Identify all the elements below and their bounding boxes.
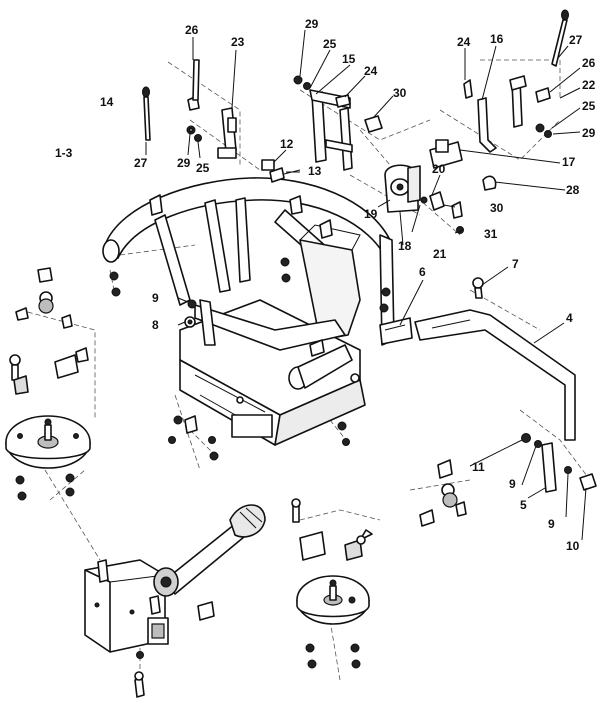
callout-1-3: 1-3	[55, 146, 73, 160]
callout-20: 20	[432, 162, 446, 176]
callout-5: 5	[520, 498, 527, 512]
callout-15: 15	[342, 52, 356, 66]
bracket-5-hardware	[521, 433, 597, 493]
callout-28: 28	[566, 183, 580, 197]
callout-29-left: 29	[177, 156, 191, 170]
callout-13: 13	[308, 164, 322, 178]
callout-29-center: 29	[305, 17, 319, 31]
callout-12: 12	[280, 137, 294, 151]
callout-11: 11	[472, 460, 485, 474]
callout-9-right-b: 9	[548, 517, 555, 531]
callout-17: 17	[562, 155, 576, 169]
callout-27-left: 27	[134, 156, 148, 170]
center-top-linkage	[261, 75, 383, 183]
callout-24-center: 24	[364, 64, 378, 78]
gearbox	[84, 559, 169, 698]
lift-rod-27-left	[142, 86, 151, 141]
callout-26-right: 26	[582, 56, 596, 70]
callout-31: 31	[484, 227, 498, 241]
main-frame	[102, 177, 395, 446]
callout-6: 6	[419, 265, 426, 279]
callout-9-right-a: 9	[509, 477, 516, 491]
callout-27-right: 27	[569, 33, 583, 47]
right-spindle-assembly	[291, 459, 467, 561]
pivot-bracket-19	[384, 164, 421, 213]
leader-lines	[145, 29, 587, 541]
callout-7: 7	[512, 257, 519, 271]
callout-23: 23	[231, 35, 245, 49]
left-spindle-assembly	[9, 267, 89, 395]
callout-21: 21	[433, 247, 447, 261]
callout-4: 4	[566, 311, 573, 325]
callout-14: 14	[100, 95, 114, 109]
callout-8: 8	[152, 318, 159, 332]
support-bar-6	[379, 317, 413, 345]
small-hardware-right	[420, 175, 497, 234]
callout-18: 18	[398, 239, 412, 253]
lift-rod-27-right	[551, 9, 569, 67]
callout-26-left: 26	[185, 23, 199, 37]
left-top-linkage	[186, 59, 237, 159]
right-pulley-disc	[296, 575, 370, 669]
frame-lower-bracket	[231, 414, 273, 438]
nuts-8-9	[109, 257, 391, 461]
callout-25-center: 25	[323, 37, 337, 51]
callout-25-right: 25	[582, 99, 596, 113]
callout-29-right: 29	[582, 126, 596, 140]
bolt-7	[472, 277, 484, 299]
callout-30-right: 30	[490, 201, 504, 215]
callout-10: 10	[566, 539, 580, 553]
driveshaft	[153, 504, 266, 621]
support-arm-4	[414, 309, 576, 441]
left-pulley-disc	[5, 415, 91, 501]
callout-25-left: 25	[196, 161, 210, 175]
frame-tube-end-left	[102, 239, 120, 263]
callout-16: 16	[490, 32, 504, 46]
callout-24-right: 24	[457, 35, 471, 49]
right-top-linkage	[429, 75, 552, 169]
callout-9-left: 9	[152, 291, 159, 305]
callout-19: 19	[364, 207, 378, 221]
callout-22: 22	[582, 78, 596, 92]
callout-30-top: 30	[393, 86, 407, 100]
callout-labels: 14 1-3 27 29 25 26 23 29 25 15 24 30 12 …	[55, 17, 596, 553]
